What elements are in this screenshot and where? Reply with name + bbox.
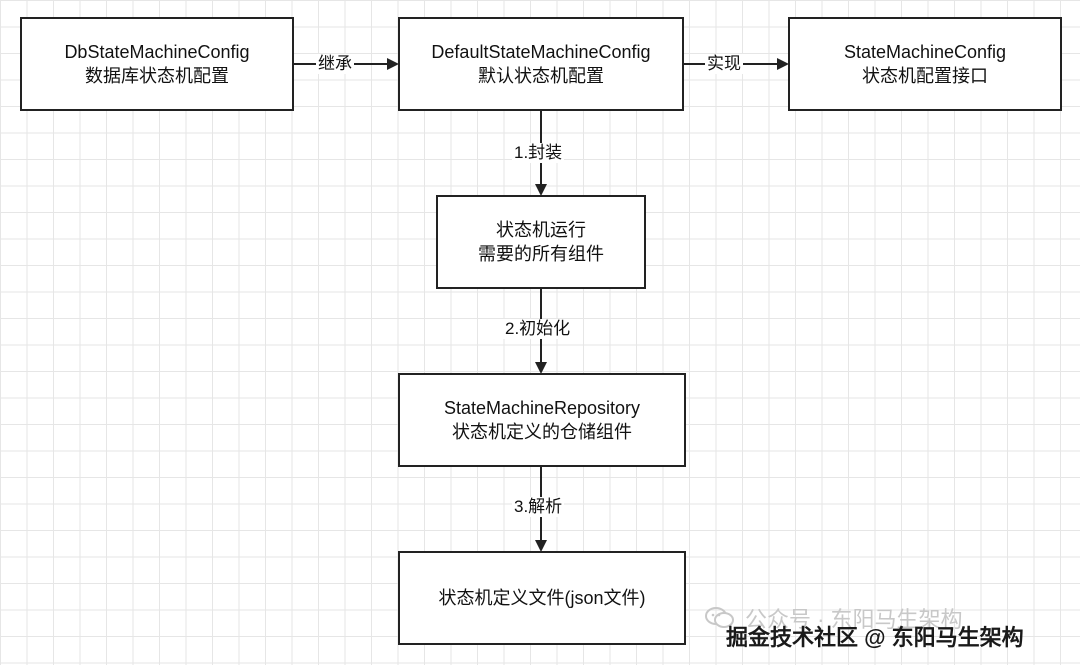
runtime-components-node: 状态机运行 需要的所有组件: [436, 195, 646, 289]
node-line-2: 状态机配置接口: [862, 66, 988, 86]
definition-file-node: 状态机定义文件(json文件): [398, 551, 686, 645]
default-state-machine-config-node: DefaultStateMachineConfig 默认状态机配置: [398, 17, 684, 111]
wrap-label: 1.封装: [512, 143, 565, 163]
node-line-1: DefaultStateMachineConfig: [431, 42, 651, 62]
node-line-1: StateMachineRepository: [443, 398, 641, 418]
site-watermark: 掘金技术社区 @ 东阳马生架构: [726, 625, 1024, 650]
node-line-2: 默认状态机配置: [478, 66, 604, 86]
inherit-label: 继承: [316, 54, 354, 74]
init-label: 2.初始化: [503, 319, 573, 339]
faded-watermark: 公众号 · 东阳马生架构: [705, 602, 963, 634]
parse-label: 3.解析: [512, 497, 565, 517]
node-line-1: 状态机运行: [496, 220, 586, 240]
node-line-2: 需要的所有组件: [478, 244, 604, 264]
node-line-2: 数据库状态机配置: [85, 66, 229, 86]
node-line-1: 状态机定义文件(json文件): [438, 588, 646, 608]
state-machine-repository-node: StateMachineRepository 状态机定义的仓储组件: [398, 373, 686, 467]
state-machine-config-interface-node: StateMachineConfig 状态机配置接口: [788, 17, 1062, 111]
node-line-1: StateMachineConfig: [843, 42, 1007, 62]
faded-watermark-text: 公众号 · 东阳马生架构: [745, 607, 963, 632]
node-line-2: 状态机定义的仓储组件: [452, 422, 632, 442]
node-line-1: DbStateMachineConfig: [64, 42, 250, 62]
db-state-machine-config-node: DbStateMachineConfig 数据库状态机配置: [20, 17, 294, 111]
implement-label: 实现: [705, 54, 743, 74]
wechat-icon: [705, 606, 735, 630]
